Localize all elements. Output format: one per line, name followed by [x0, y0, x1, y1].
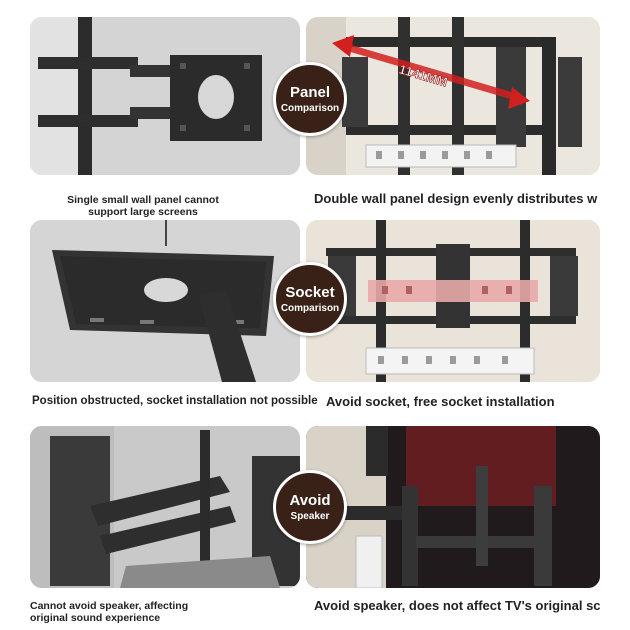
caption-double-panel: Double wall panel design evenly distribu…: [314, 191, 598, 206]
badge-subtitle: Comparison: [280, 102, 340, 114]
speaker-blocked-photo: [30, 426, 300, 588]
double-panel-mount-photo: 1141MM: [306, 17, 600, 175]
double-panel-mount-illustration: 1141MM: [306, 17, 600, 175]
speaker-avoided-illustration: [306, 426, 600, 588]
measurement-arrow: [332, 35, 530, 109]
badge-socket-comparison: Socket Comparison: [273, 262, 347, 336]
single-panel-mount-photo: [30, 17, 300, 175]
free-socket-photo: [306, 220, 600, 382]
caption-single-panel: Single small wall panel cannot support l…: [67, 194, 219, 218]
single-panel-mount-illustration: [30, 17, 300, 175]
badge-title: Avoid: [289, 491, 331, 509]
badge-title: Socket: [285, 283, 335, 301]
speaker-avoided-photo: [306, 426, 600, 588]
speaker-blocked-illustration: [30, 426, 300, 588]
caption-speaker-blocked: Cannot avoid speaker, affecting original…: [30, 600, 189, 624]
badge-subtitle: Comparison: [280, 302, 340, 314]
badge-avoid-speaker: Avoid Speaker: [273, 470, 347, 544]
caption-speaker-avoided: Avoid speaker, does not affect TV's orig…: [314, 598, 601, 613]
obstructed-socket-photo: [30, 220, 300, 382]
free-socket-illustration: [306, 220, 600, 382]
obstructed-socket-illustration: [30, 220, 300, 382]
badge-subtitle: Speaker: [290, 510, 330, 522]
badge-title: Panel: [289, 83, 331, 101]
caption-obstructed-socket: Position obstructed, socket installation…: [32, 395, 318, 407]
badge-panel-comparison: Panel Comparison: [273, 62, 347, 136]
caption-free-socket: Avoid socket, free socket installation: [326, 394, 555, 409]
